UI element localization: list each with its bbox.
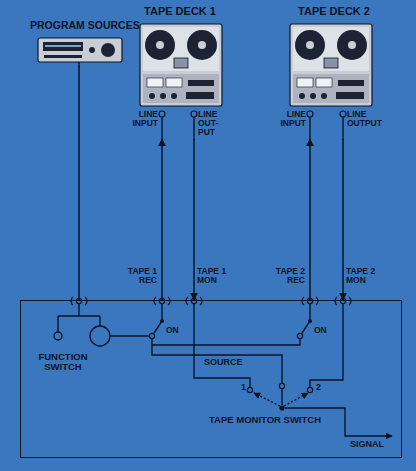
node-text: LINE INPUT [278, 110, 306, 128]
source-to-tape2-wire [152, 339, 300, 345]
switch-position: ON [166, 326, 188, 335]
switch-contact [149, 333, 154, 338]
switch-contact [297, 333, 302, 338]
signal-name: SOURCE [204, 358, 256, 368]
receiver-knob [101, 43, 115, 57]
switch-pivot [160, 319, 164, 323]
receiver-dial [43, 42, 83, 51]
jack [191, 111, 197, 117]
switch-label: FUNCTION SWITCH [24, 352, 102, 373]
switch-pivot [279, 405, 284, 410]
tape-deck: TAPE DECK 2 LINE INPUT LINE OUTPUT [278, 6, 390, 139]
node-text: TAPE 2 MON [346, 267, 386, 285]
receiver-illustration [38, 38, 122, 62]
jack [159, 111, 165, 117]
program-source: PROGRAM SOURCES [30, 20, 150, 66]
node-title: PROGRAM SOURCES [30, 20, 150, 31]
receiver-dial-scale [45, 45, 81, 47]
signal-name: SIGNAL [350, 440, 394, 450]
node-text: TAPE 1 REC [121, 267, 157, 285]
function-output-wire [110, 335, 149, 336]
signal-cable [193, 139, 195, 300]
monitor-switch-option [254, 393, 280, 406]
switch-position: 1 [236, 383, 246, 393]
switch-position: 2 [316, 383, 326, 393]
jack [340, 111, 346, 117]
signal-cable [309, 139, 311, 300]
receiver-box: TAPE 1 RECTAPE 1 MONTAPE 2 RECTAPE 2 MON [20, 300, 402, 458]
switch-label: TAPE MONITOR SWITCH [190, 415, 340, 425]
monitor-switch-blade [281, 389, 282, 405]
tape2-rec-switch [302, 304, 310, 333]
receiver-buttons [44, 55, 82, 58]
switch-position: ON [314, 326, 336, 335]
tape-deck-illustration [140, 24, 222, 106]
monitor-switch-option [284, 393, 308, 406]
node-text: LINE INPUT [130, 110, 158, 128]
tape1-rec-switch [154, 304, 162, 333]
signal-cable [342, 139, 344, 300]
tape1-monitor-wire [194, 304, 250, 387]
wire [309, 117, 310, 140]
node-title: TAPE DECK 2 [278, 6, 390, 18]
wire [193, 117, 194, 140]
wire [342, 117, 343, 140]
wire [161, 117, 162, 140]
function-switch-knob [90, 326, 110, 346]
tape2-monitor-wire [310, 304, 343, 387]
node-title: TAPE DECK 1 [128, 6, 232, 18]
switch-contact [279, 383, 284, 388]
node-text: TAPE 1 MON [197, 267, 237, 285]
switch-pivot [308, 319, 312, 323]
function-switch-symbol [54, 332, 62, 340]
tape-deck: TAPE DECK 1 LINE INPUT LINE OUT- PUT [128, 6, 232, 139]
signal-cable [78, 66, 80, 300]
node-text: LINE OUTPUT [347, 110, 387, 128]
tape-deck-illustration [290, 24, 372, 106]
jack [307, 111, 313, 117]
switch-contact [247, 387, 252, 392]
receiver-knob [89, 47, 95, 53]
signal-cable [161, 139, 163, 300]
node-text: LINE OUT- PUT [198, 110, 224, 138]
switch-contact [307, 387, 312, 392]
node-text: TAPE 2 REC [269, 267, 305, 285]
